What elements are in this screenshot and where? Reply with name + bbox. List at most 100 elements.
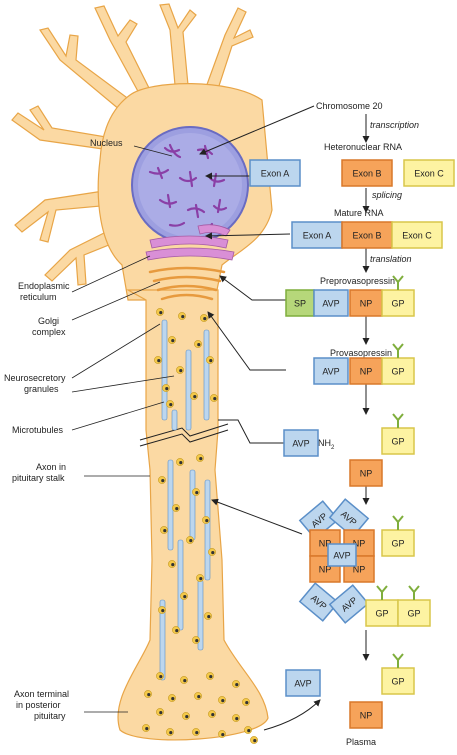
endoplasmic-reticulum [145, 224, 235, 261]
granule [166, 400, 174, 408]
hnrna-exon-c: Exon C [403, 159, 455, 187]
granule [156, 308, 164, 316]
hnrna-exon-a: Exon A [249, 159, 301, 187]
cleaved-gp-label: GP [391, 436, 404, 446]
er-label-line1: Endoplasmic [18, 281, 70, 291]
granule [160, 526, 168, 534]
cleaved-avp: AVP [283, 429, 319, 457]
agg-avp-2: AVP [328, 498, 370, 538]
agg-glycan-icon-2 [376, 585, 388, 600]
granule [244, 726, 252, 734]
granule [176, 366, 184, 374]
agg-np-3-label: NP [319, 564, 332, 574]
pro-avp-label: AVP [322, 366, 339, 376]
neurosecretory-granules [142, 308, 258, 744]
granule [166, 728, 174, 736]
granule [250, 736, 258, 744]
mrna-exon-a-label: Exon A [303, 230, 332, 240]
agg-avp-3: AVP [298, 582, 340, 622]
prepro-sp-label: SP [294, 298, 306, 308]
agg-gp-3-label: GP [407, 608, 420, 618]
nh2-label: NH2 [318, 438, 335, 451]
granule [194, 340, 202, 348]
cleaved-np: NP [349, 459, 383, 487]
mrna-exon-c-label: Exon C [402, 230, 432, 240]
hnrna-exon-b: Exon B [341, 159, 393, 187]
provasopressin-label: Provasopressin [330, 348, 392, 358]
chromosome-label: Chromosome 20 [316, 101, 383, 111]
molecule-boxes: Exon A Exon B Exon C Exon A Exon B Exon C SP AV… [249, 159, 455, 729]
mrna-exon-a: Exon A [291, 221, 343, 249]
mrna-exon-b-label: Exon B [352, 230, 381, 240]
terminal-label-line2: in posterior [16, 700, 61, 710]
granule [176, 458, 184, 466]
agg-np-4-label: NP [353, 564, 366, 574]
granule [168, 336, 176, 344]
granule [200, 314, 208, 322]
prepro-gp-label: GP [391, 298, 404, 308]
agg-avp-center: AVP [327, 543, 357, 567]
granule [162, 384, 170, 392]
prepro-glycan-icon [392, 275, 404, 290]
prepro-avp-label: AVP [322, 298, 339, 308]
plasma-gp: GP [381, 667, 415, 695]
granule [168, 694, 176, 702]
granule [180, 592, 188, 600]
granule [232, 680, 240, 688]
labels: Chromosome 20 Nucleus transcription Hete… [4, 101, 419, 747]
golgi-label-line1: Golgi [38, 316, 59, 326]
splicing-label: splicing [372, 190, 402, 200]
granule [192, 636, 200, 644]
granule [242, 698, 250, 706]
cleaved-glycan-icon [392, 413, 404, 428]
prepro-np-label: NP [360, 298, 373, 308]
plasma-glycan-icon [392, 653, 404, 668]
plasma-np-label: NP [360, 710, 373, 720]
pro-gp: GP [381, 357, 415, 385]
cleaved-gp: GP [381, 427, 415, 455]
granule [172, 504, 180, 512]
agg-gp-2-label: GP [375, 608, 388, 618]
granule [232, 714, 240, 722]
granule [156, 708, 164, 716]
neuron [11, 3, 273, 744]
mrna-exon-b: Exon B [341, 221, 393, 249]
plasma-avp: AVP [285, 669, 321, 697]
pro-np: NP [349, 357, 383, 385]
granule [218, 696, 226, 704]
agg-gp-2: GP [365, 599, 399, 627]
leader-lines [71, 145, 175, 713]
cleaved-np-label: NP [360, 468, 373, 478]
granule [168, 560, 176, 568]
granule [154, 356, 162, 364]
microtubules-label: Microtubules [12, 425, 64, 435]
agg-np-2-label: NP [353, 538, 366, 548]
translation-label: translation [370, 254, 412, 264]
granule [182, 712, 190, 720]
plasma-avp-label: AVP [294, 678, 311, 688]
heteronuclear-rna-label: Heteronuclear RNA [324, 142, 402, 152]
granule [190, 392, 198, 400]
granule [144, 690, 152, 698]
granule [178, 312, 186, 320]
granule [142, 724, 150, 732]
axon-label-line2: pituitary stalk [12, 473, 65, 483]
granule [196, 454, 204, 462]
hnrna-exon-a-label: Exon A [261, 168, 290, 178]
plasma-label: Plasma [346, 737, 376, 747]
agg-gp-1-label: GP [391, 538, 404, 548]
agg-gp-1: GP [381, 529, 415, 557]
transcription-label: transcription [370, 120, 419, 130]
golgi-label-line2: complex [32, 327, 66, 337]
granule [204, 612, 212, 620]
microtubules [159, 319, 211, 681]
pro-np-label: NP [360, 366, 373, 376]
nucleus [131, 126, 249, 244]
granule [210, 394, 218, 402]
hnrna-exon-c-label: Exon C [414, 168, 444, 178]
axon-break [139, 423, 229, 447]
granule [208, 710, 216, 718]
mature-rna-label: Mature RNA [334, 208, 384, 218]
agg-np-1-label: NP [319, 538, 332, 548]
